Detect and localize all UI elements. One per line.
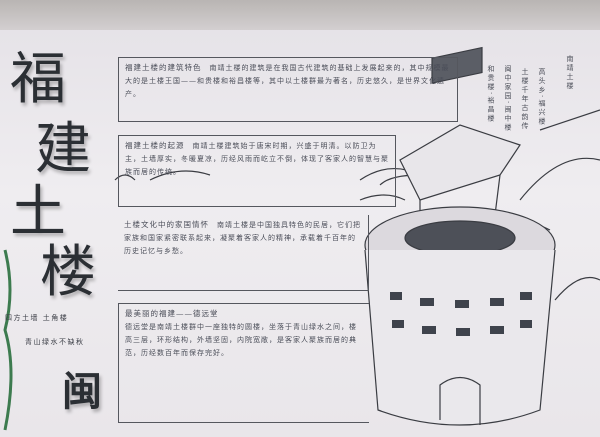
section-culture: 土楼文化中的家国情怀 南靖土楼是中国独具特色的民居，它们把家族和国家紧密联系起来… bbox=[118, 215, 369, 291]
round-tulou-courtyard bbox=[404, 220, 516, 256]
plant-decoration bbox=[3, 249, 13, 431]
side-note: 高头乡·福兴楼 bbox=[538, 68, 546, 127]
section-heading: 最美丽的福建——德远堂 bbox=[125, 309, 219, 318]
section-architecture: 福建土楼的建筑特色 南靖土楼的建筑是在我国古代建筑的基础上发展起来的，其中规模最… bbox=[118, 57, 458, 122]
section-heading: 福建土楼的建筑特色 bbox=[125, 63, 202, 72]
section-body: 南靖土楼的建筑是在我国古代建筑的基础上发展起来的，其中规模最大的是土楼王国——和… bbox=[125, 64, 450, 98]
section-heading: 福建土楼的起源 bbox=[125, 141, 185, 150]
square-tulou-roof bbox=[399, 124, 521, 201]
side-note: 闽中家园·闽中楼 bbox=[504, 65, 512, 133]
mountain-lines bbox=[519, 109, 600, 301]
side-note: 南靖土楼 bbox=[566, 55, 574, 91]
round-tulou-wall bbox=[364, 249, 556, 426]
motto-line-2: 青山绿水不缺秋 bbox=[25, 338, 85, 346]
title-char-tu: 土 bbox=[10, 180, 66, 245]
section-origin: 福建土楼的起源 南靖土楼建筑始于唐宋时期，兴盛于明清。以防卫为主，土墙厚实，冬暖… bbox=[118, 135, 396, 207]
section-body: 南靖土楼建筑始于唐宋时期，兴盛于明清。以防卫为主，土墙厚实，冬暖夏凉，历经风雨而… bbox=[125, 142, 389, 176]
motto-line-1: 四方土墙 土角楼 bbox=[5, 314, 69, 322]
section-heading: 土楼文化中的家国情怀 bbox=[124, 220, 209, 229]
title-char-jian: 建 bbox=[35, 117, 91, 182]
side-note: 土楼千年古韵传 bbox=[521, 68, 529, 131]
round-tulou-door bbox=[439, 376, 481, 425]
section-body: 德远堂是南靖土楼群中一座独特的圆楼，坐落于青山绿水之间，楼高三层，环形结构，外墙… bbox=[125, 323, 357, 357]
title-char-fu: 福 bbox=[10, 47, 66, 112]
seal-char-min: 闽 bbox=[62, 368, 102, 415]
title-char-lou: 楼 bbox=[40, 240, 96, 305]
section-deyuantang: 最美丽的福建——德远堂德远堂是南靖土楼群中一座独特的圆楼，坐落于青山绿水之间，楼… bbox=[118, 303, 369, 423]
section-body: 南靖土楼是中国独具特色的民居，它们把家族和国家紧密联系起来，凝聚着客家人的精神，… bbox=[124, 221, 361, 255]
side-note: 和贵楼·裕昌楼 bbox=[487, 65, 495, 124]
